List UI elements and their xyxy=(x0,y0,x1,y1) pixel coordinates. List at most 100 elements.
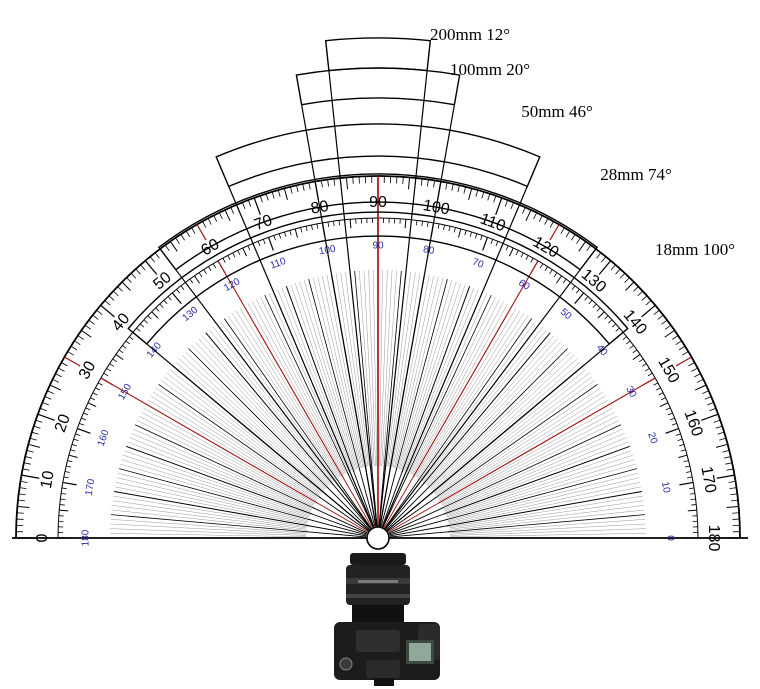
outer-tick xyxy=(213,215,218,222)
fan-line xyxy=(400,283,462,470)
outer-tick xyxy=(44,396,52,400)
lens-ray xyxy=(377,70,428,539)
inner-tick xyxy=(100,377,114,386)
inner-tick xyxy=(679,444,685,447)
fan-line xyxy=(335,273,367,467)
fan-line xyxy=(391,274,430,468)
fan-line xyxy=(425,335,555,484)
outer-tick xyxy=(135,268,141,275)
outer-tick xyxy=(333,178,336,186)
outer-tick xyxy=(641,304,656,318)
inner-tick xyxy=(458,228,462,238)
outer-tick xyxy=(731,499,739,502)
fan-line xyxy=(290,284,355,471)
outer-tick xyxy=(549,221,554,228)
inner-tick xyxy=(61,493,67,495)
fan-line xyxy=(114,486,308,525)
outer-tick xyxy=(130,272,137,279)
fan-line xyxy=(382,472,409,528)
fan-line xyxy=(299,281,358,470)
inner-tick xyxy=(327,221,330,227)
outer-tick xyxy=(672,335,679,340)
outer-tick xyxy=(126,277,132,283)
outer-tick xyxy=(565,230,571,238)
fan-line xyxy=(326,486,370,530)
inner-tick xyxy=(426,221,429,227)
outer-tick xyxy=(601,256,607,263)
inner-tick xyxy=(687,509,697,512)
inner-scale-label: 150 xyxy=(116,382,134,402)
outer-tick xyxy=(253,197,261,215)
inner-tick xyxy=(333,221,335,227)
inner-tick xyxy=(125,340,131,345)
fan-line xyxy=(381,270,393,467)
fan-line xyxy=(150,395,318,501)
outer-tick xyxy=(169,241,178,252)
fan-line xyxy=(446,454,633,516)
outer-scale-label: 10 xyxy=(38,469,58,490)
outer-tick xyxy=(26,450,34,453)
inner-tick xyxy=(316,223,319,229)
inner-tick xyxy=(675,433,681,436)
fan-line xyxy=(380,468,398,527)
fan-line xyxy=(422,326,544,482)
inner-tick xyxy=(520,252,524,258)
outer-tick xyxy=(481,191,485,199)
outer-tick xyxy=(58,367,65,372)
fan-line xyxy=(442,416,617,506)
outer-tick xyxy=(596,252,602,259)
fan-line xyxy=(415,310,521,478)
fan-line xyxy=(137,420,314,507)
outer-tick xyxy=(70,345,78,351)
fan-line xyxy=(185,351,327,489)
fan-line xyxy=(414,308,517,477)
outer-tick xyxy=(92,314,99,320)
lens-ray xyxy=(377,343,610,539)
fan-line xyxy=(448,477,640,523)
fan-line xyxy=(449,519,646,534)
outer-tick xyxy=(290,186,293,194)
fan-line xyxy=(430,355,575,490)
fan-line xyxy=(251,301,345,475)
inner-scale-label: 30 xyxy=(623,385,638,401)
inner-tick xyxy=(198,272,203,278)
inner-scale-label: 0 xyxy=(664,535,675,541)
inner-tick xyxy=(691,504,697,506)
fan-line xyxy=(235,310,341,478)
inner-tick xyxy=(77,427,91,434)
inner-tick xyxy=(404,219,407,229)
outer-tick xyxy=(661,319,668,325)
inner-tick xyxy=(83,412,89,416)
fan-line xyxy=(440,407,613,504)
fan-line xyxy=(163,376,321,495)
inner-tick xyxy=(167,296,172,301)
outer-tick xyxy=(694,384,707,391)
fan-line xyxy=(449,505,645,530)
outer-tick xyxy=(21,474,40,479)
inner-tick xyxy=(655,387,661,391)
fan-line xyxy=(436,380,595,496)
outer-scale-label: 180 xyxy=(705,525,722,552)
outer-tick xyxy=(55,373,62,378)
inner-tick xyxy=(338,220,341,226)
inner-tick xyxy=(539,263,544,269)
inner-tick xyxy=(349,219,352,229)
fan-line xyxy=(395,277,444,469)
outer-tick xyxy=(22,468,30,471)
fan-line xyxy=(133,428,313,509)
inner-tick xyxy=(679,481,694,486)
fan-line xyxy=(439,399,608,502)
outer-tick xyxy=(701,413,719,421)
outer-tick xyxy=(96,309,103,315)
outer-tick xyxy=(504,199,509,207)
inner-scale-label: 70 xyxy=(471,257,486,271)
lens-ray xyxy=(377,269,581,539)
lens-ray xyxy=(328,70,379,539)
inner-tick xyxy=(278,233,282,239)
inner-tick xyxy=(85,407,91,411)
outer-tick xyxy=(675,356,692,367)
inner-tick xyxy=(653,382,659,386)
fan-line xyxy=(388,501,441,533)
outer-tick xyxy=(691,367,698,372)
outer-tick xyxy=(277,189,281,197)
